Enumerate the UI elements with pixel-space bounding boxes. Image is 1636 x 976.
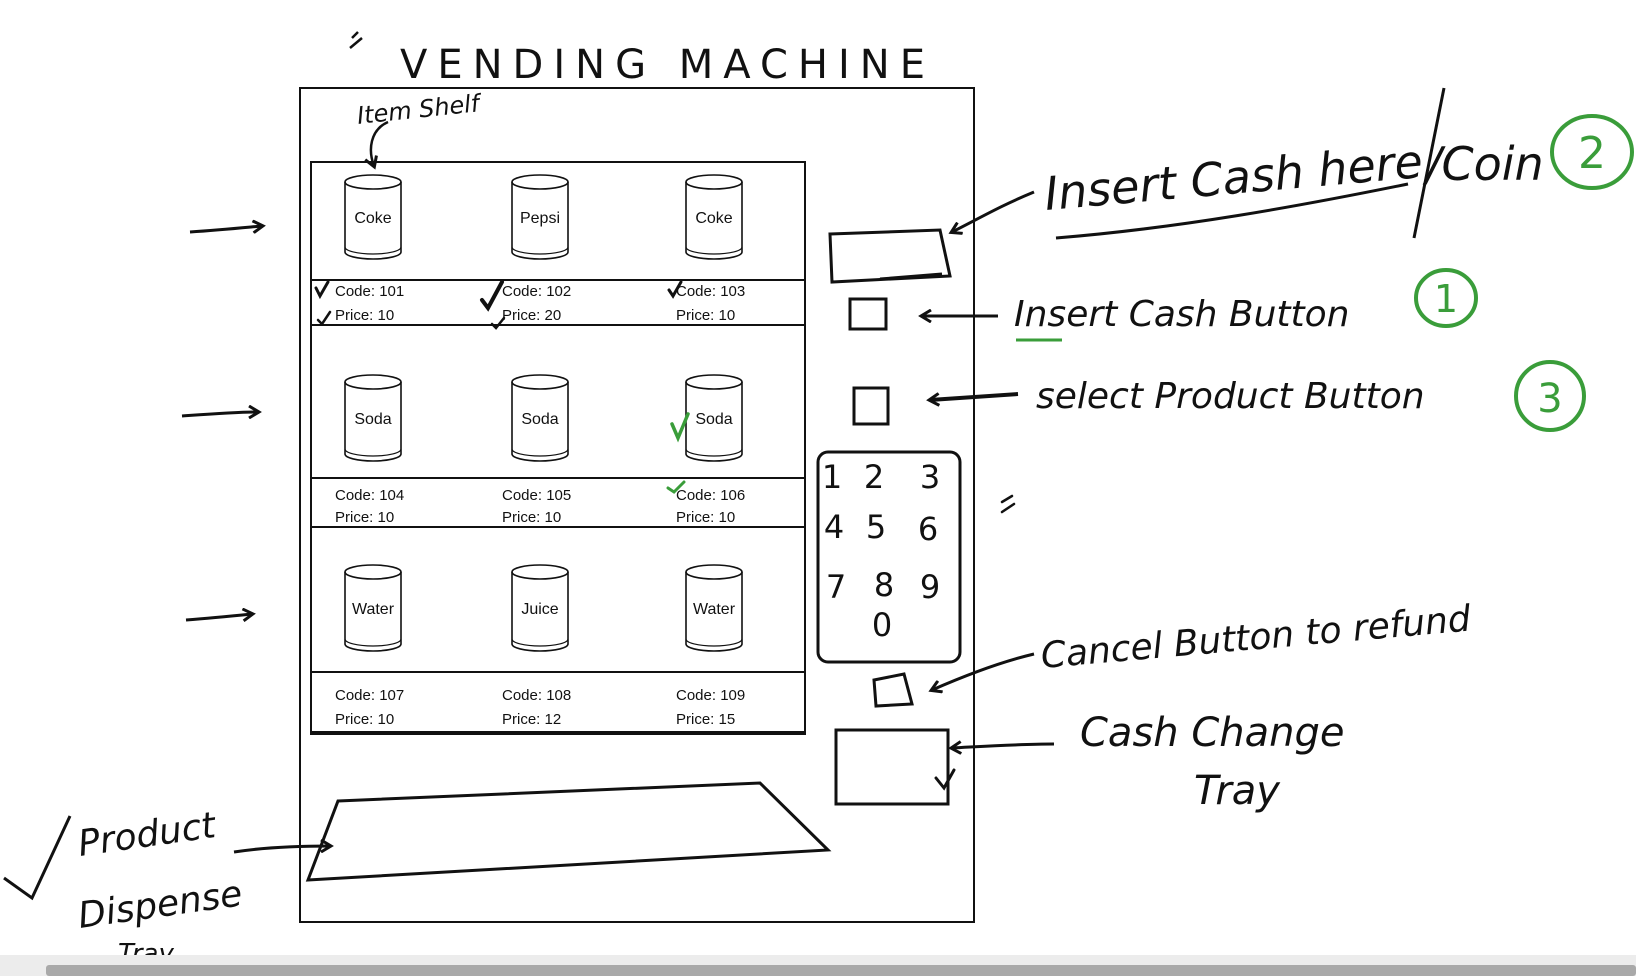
dispense-label-line2: Dispense xyxy=(76,873,245,937)
dispense-label-line1: Product xyxy=(76,805,220,865)
insert-cash-label: Insert Cash here xyxy=(1042,134,1425,221)
product-can xyxy=(344,564,402,652)
product-code: Code: 101 xyxy=(335,283,404,300)
select-product-label: select Product Button xyxy=(1036,376,1425,417)
product-can xyxy=(344,174,402,260)
keypad-key: 6 xyxy=(918,510,938,548)
step-badge-3-circle xyxy=(1514,360,1586,432)
product-price: Price: 12 xyxy=(502,711,561,728)
product-can xyxy=(344,374,402,462)
product-price: Price: 20 xyxy=(502,307,561,324)
insert-cash-arrow xyxy=(952,190,1035,232)
keypad xyxy=(816,450,962,664)
product-can xyxy=(685,564,743,652)
product-name: Soda xyxy=(521,411,558,428)
product-price: Price: 10 xyxy=(335,509,394,526)
scrollbar-thumb[interactable] xyxy=(46,965,1636,976)
shelf-frame xyxy=(310,161,806,735)
product-code: Code: 104 xyxy=(335,487,404,504)
shelf-dividers xyxy=(311,279,805,733)
product-name: Water xyxy=(352,601,395,618)
select-product-arrow xyxy=(930,392,1019,400)
step-badge-2-circle xyxy=(1550,114,1634,190)
product-code: Code: 107 xyxy=(335,687,404,704)
keypad-key: 0 xyxy=(872,606,892,644)
product-name: Soda xyxy=(354,411,391,428)
cash-slot xyxy=(828,228,952,284)
shelf-label-arrow xyxy=(371,120,389,166)
select-product-button xyxy=(852,386,890,426)
machine-body xyxy=(299,87,975,923)
product-price: Price: 15 xyxy=(676,711,735,728)
shelf-label: Item Shelf xyxy=(356,89,484,130)
keypad-key: 4 xyxy=(824,508,844,546)
product-can xyxy=(511,564,569,652)
keypad-key: 1 xyxy=(822,458,842,496)
horizontal-scrollbar[interactable] xyxy=(0,955,1636,976)
product-price: Price: 10 xyxy=(676,509,735,526)
product-code: Code: 109 xyxy=(676,687,745,704)
cash-change-label-line1: Cash Change xyxy=(1080,710,1345,756)
cash-change-label-line2: Tray xyxy=(1194,768,1281,814)
product-code: Code: 108 xyxy=(502,687,571,704)
keypad-key: 9 xyxy=(920,568,940,606)
product-name: Water xyxy=(693,601,736,618)
step-badge-3: 3 xyxy=(1537,376,1562,422)
product-price: Price: 10 xyxy=(502,509,561,526)
product-name: Soda xyxy=(695,411,732,428)
keypad-key: 2 xyxy=(864,458,884,496)
insert-cash-underline xyxy=(1055,182,1409,240)
product-price: Price: 10 xyxy=(676,307,735,324)
insert-cash-button xyxy=(848,297,888,331)
product-dispense-tray xyxy=(305,781,832,882)
coin-label: /Coin xyxy=(1422,137,1544,191)
product-price: Price: 10 xyxy=(335,711,394,728)
keypad-key: 3 xyxy=(920,458,940,496)
product-code: Code: 106 xyxy=(676,487,745,504)
product-can xyxy=(685,374,743,462)
product-name: Coke xyxy=(354,210,391,227)
keypad-key: 5 xyxy=(866,508,886,546)
check-marks xyxy=(314,280,1016,791)
diagram-title: VENDING MACHINE xyxy=(400,42,935,88)
cancel-button-arrow xyxy=(932,652,1035,690)
step-badge-2: 2 xyxy=(1578,128,1606,179)
product-name: Juice xyxy=(521,601,558,618)
cancel-button xyxy=(872,672,914,708)
cash-change-tray-arrow xyxy=(952,744,1055,748)
keypad-key: 7 xyxy=(826,568,846,606)
product-code: Code: 102 xyxy=(502,283,571,300)
product-can xyxy=(511,174,569,260)
product-price: Price: 10 xyxy=(335,307,394,324)
dispense-check-mark xyxy=(3,815,72,901)
product-code: Code: 103 xyxy=(676,283,745,300)
title-tick-mark xyxy=(349,31,363,49)
insert-cash-slash xyxy=(1412,87,1446,239)
dispense-tray-arrow xyxy=(233,846,330,854)
insert-cash-button-label: Insert Cash Button xyxy=(1014,294,1350,335)
cash-slot-opening xyxy=(879,272,943,281)
product-name: Coke xyxy=(695,210,732,227)
product-code: Code: 105 xyxy=(502,487,571,504)
product-name: Pepsi xyxy=(520,210,560,227)
product-can xyxy=(511,374,569,462)
product-can xyxy=(685,174,743,260)
cancel-button-label: Cancel Button to refund xyxy=(1039,598,1473,677)
keypad-key: 8 xyxy=(874,566,894,604)
shelf-arrows xyxy=(181,226,262,620)
cash-change-tray xyxy=(834,728,950,806)
step-badge-1: 1 xyxy=(1434,277,1458,321)
step-badge-1-circle xyxy=(1414,268,1478,328)
